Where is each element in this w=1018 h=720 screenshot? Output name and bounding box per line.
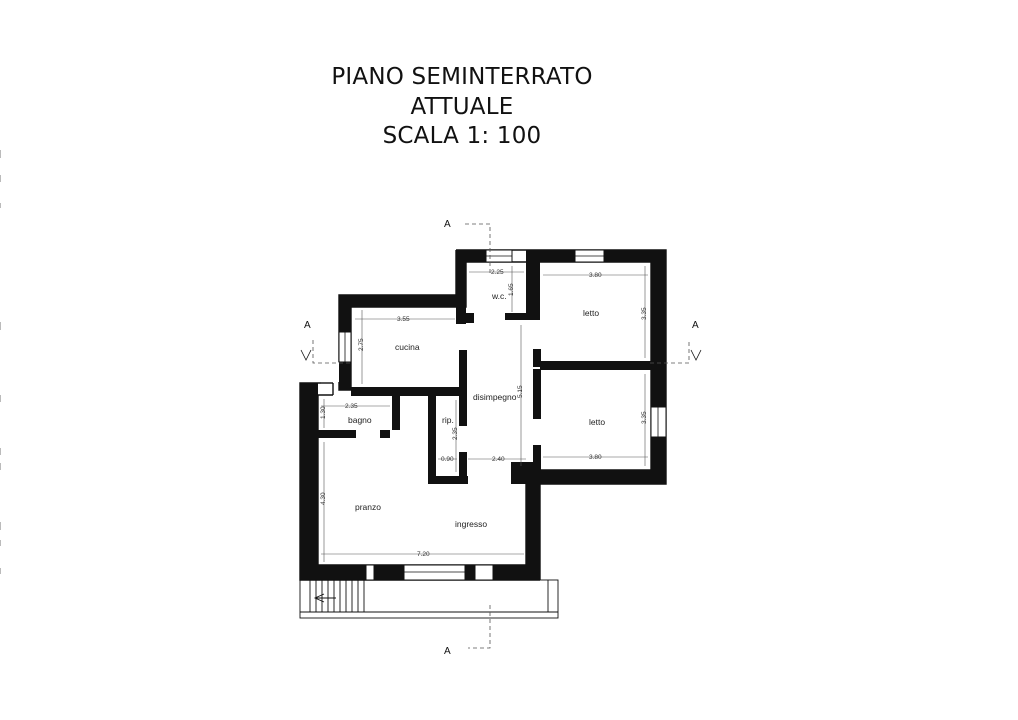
staircase (299, 579, 559, 619)
room-label-bagno: bagno (348, 415, 372, 425)
dim-letto-bottom-width: 3.80 (589, 454, 602, 461)
section-mark-top: A (444, 219, 451, 230)
dim-disimpegno-height: 5.15 (517, 385, 524, 398)
section-lines (312, 223, 690, 649)
room-label-letto-bottom: letto (589, 417, 605, 427)
wall-fills (300, 250, 666, 580)
dim-bagno-width: 2.35 (345, 403, 358, 410)
dim-rip-width: 0.90 (441, 456, 454, 463)
section-mark-right: A (692, 320, 699, 331)
room-label-pranzo: pranzo (355, 502, 381, 512)
section-mark-bottom: A (444, 646, 451, 657)
interior-walls (318, 262, 651, 484)
dim-letto-bottom-height: 3.35 (641, 411, 648, 424)
room-label-rip: rip. (442, 415, 454, 425)
dim-bagno-height: 1.30 (320, 406, 327, 419)
plan-subtitle: ATTUALE (410, 94, 514, 120)
room-label-ingresso: ingresso (455, 519, 487, 529)
room-label-wc: w.c. (491, 291, 507, 301)
dim-cucina-width: 3.55 (397, 316, 410, 323)
dim-pranzo-height: 4.30 (320, 492, 327, 505)
dim-disimpegno-width: 2.40 (492, 456, 505, 463)
plan-title: PIANO SEMINTERRATO (331, 64, 593, 90)
dim-cucina-height: 2.75 (358, 338, 365, 351)
dim-rip-height: 2.35 (452, 427, 459, 440)
dim-pranzo-width: 7.20 (417, 551, 430, 558)
dimension-lines (321, 266, 648, 562)
dim-wc-width: 2.25 (491, 269, 504, 276)
dim-letto-top-width: 3.80 (589, 272, 602, 279)
dim-letto-top-height: 3.35 (641, 307, 648, 320)
room-label-letto-top: letto (583, 308, 599, 318)
section-mark-left: A (304, 320, 311, 331)
dim-wc-height: 1.65 (508, 283, 515, 296)
plan-scale: SCALA 1: 100 (382, 123, 542, 149)
room-label-cucina: cucina (395, 342, 420, 352)
section-arrows (300, 349, 702, 361)
room-label-disimpegno: disimpegno (473, 392, 517, 402)
